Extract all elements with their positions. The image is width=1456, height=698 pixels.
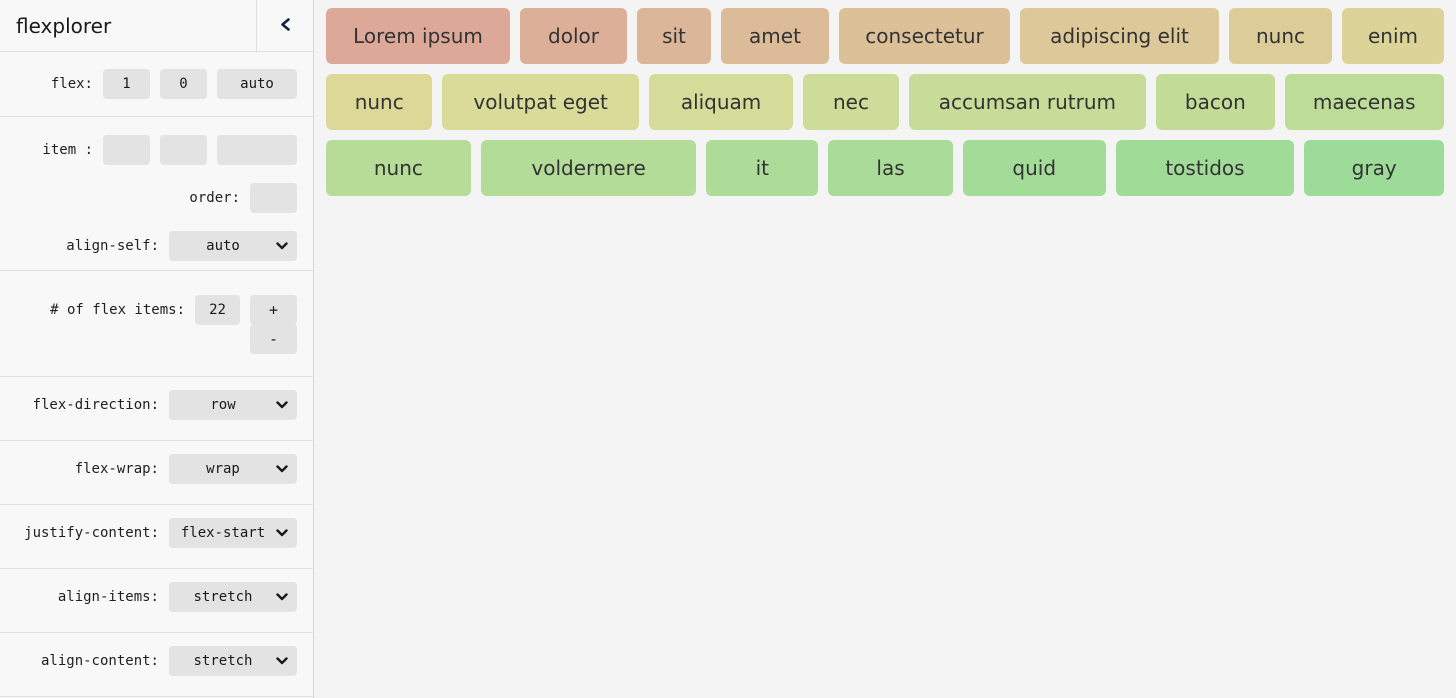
flex-item: las	[828, 140, 953, 196]
chevron-down-icon	[276, 242, 288, 250]
item-overrides-section: item : order: align-self: auto	[0, 117, 313, 271]
align-self-label: align-self:	[66, 238, 159, 254]
flex-item: maecenas	[1284, 74, 1444, 130]
flex-wrap-value: wrap	[206, 461, 240, 477]
item-shrink-input[interactable]	[160, 135, 207, 165]
flex-item: nec	[803, 74, 899, 130]
flex-item: gray	[1304, 140, 1445, 196]
align-content-value: stretch	[193, 653, 253, 669]
app-title: flexplorer	[16, 13, 112, 38]
item-basis-input[interactable]	[217, 135, 297, 165]
chevron-down-icon	[276, 401, 288, 409]
flex-shrink-input[interactable]: 0	[160, 69, 207, 99]
item-count-stepper: + -	[250, 295, 297, 354]
flex-wrap-section: flex-wrap: wrap	[0, 441, 313, 505]
item-count-input[interactable]: 22	[195, 295, 240, 325]
flex-item: consectetur	[839, 8, 1010, 64]
flex-item: quid	[962, 140, 1106, 196]
justify-content-select[interactable]: flex-start	[169, 518, 297, 548]
order-label: order:	[189, 190, 240, 206]
flex-item: enim	[1342, 8, 1444, 64]
align-items-value: stretch	[193, 589, 253, 605]
sidebar: flexplorer flex: 1 0 auto item : order: …	[0, 0, 314, 698]
item-label: item :	[42, 142, 93, 158]
flex-wrap-label: flex-wrap:	[74, 461, 159, 477]
justify-content-value: flex-start	[180, 525, 266, 541]
flex-item: accumsan rutrum	[908, 74, 1147, 130]
align-content-select[interactable]: stretch	[169, 646, 297, 676]
flex-item: dolor	[520, 8, 627, 64]
flex-basis-input[interactable]: auto	[217, 69, 297, 99]
justify-content-section: justify-content: flex-start	[0, 505, 313, 569]
align-items-section: align-items: stretch	[0, 569, 313, 633]
chevron-left-icon	[280, 17, 291, 35]
item-count-section: # of flex items: 22 + -	[0, 271, 313, 377]
flex-item: tostidos	[1115, 140, 1295, 196]
flex-item: amet	[721, 8, 829, 64]
chevron-down-icon	[276, 657, 288, 665]
flex-item: adipiscing elit	[1020, 8, 1219, 64]
justify-content-label: justify-content:	[24, 525, 159, 541]
flex-item: Lorem ipsum	[326, 8, 510, 64]
collapse-sidebar-button[interactable]	[256, 0, 313, 51]
chevron-down-icon	[276, 465, 288, 473]
order-input[interactable]	[250, 183, 297, 213]
flex-item: it	[706, 140, 819, 196]
flex-shorthand-section: flex: 1 0 auto	[0, 52, 313, 117]
flex-item: voldermere	[480, 140, 697, 196]
align-self-select[interactable]: auto	[169, 231, 297, 261]
flex-item: nunc	[326, 74, 433, 130]
flex-direction-section: flex-direction: row	[0, 377, 313, 441]
flex-item: nunc	[1229, 8, 1332, 64]
sidebar-header: flexplorer	[0, 0, 313, 52]
flex-item: aliquam	[648, 74, 794, 130]
flex-item: nunc	[326, 140, 471, 196]
add-item-button[interactable]: +	[250, 295, 297, 325]
align-content-label: align-content:	[40, 653, 159, 669]
flex-item: bacon	[1156, 74, 1275, 130]
flex-wrap-select[interactable]: wrap	[169, 454, 297, 484]
chevron-down-icon	[276, 529, 288, 537]
flex-direction-select[interactable]: row	[169, 390, 297, 420]
align-content-section: align-content: stretch	[0, 633, 313, 697]
flex-direction-label: flex-direction:	[32, 397, 159, 413]
flex-direction-value: row	[210, 397, 236, 413]
align-items-select[interactable]: stretch	[169, 582, 297, 612]
flex-grow-input[interactable]: 1	[103, 69, 150, 99]
item-count-label: # of flex items:	[50, 302, 185, 318]
remove-item-button[interactable]: -	[250, 324, 297, 354]
chevron-down-icon	[276, 593, 288, 601]
flex-label: flex:	[50, 76, 93, 92]
align-self-value: auto	[206, 238, 240, 254]
align-items-label: align-items:	[57, 589, 159, 605]
flex-item: volutpat eget	[442, 74, 639, 130]
item-grow-input[interactable]	[103, 135, 150, 165]
flex-item: sit	[637, 8, 711, 64]
